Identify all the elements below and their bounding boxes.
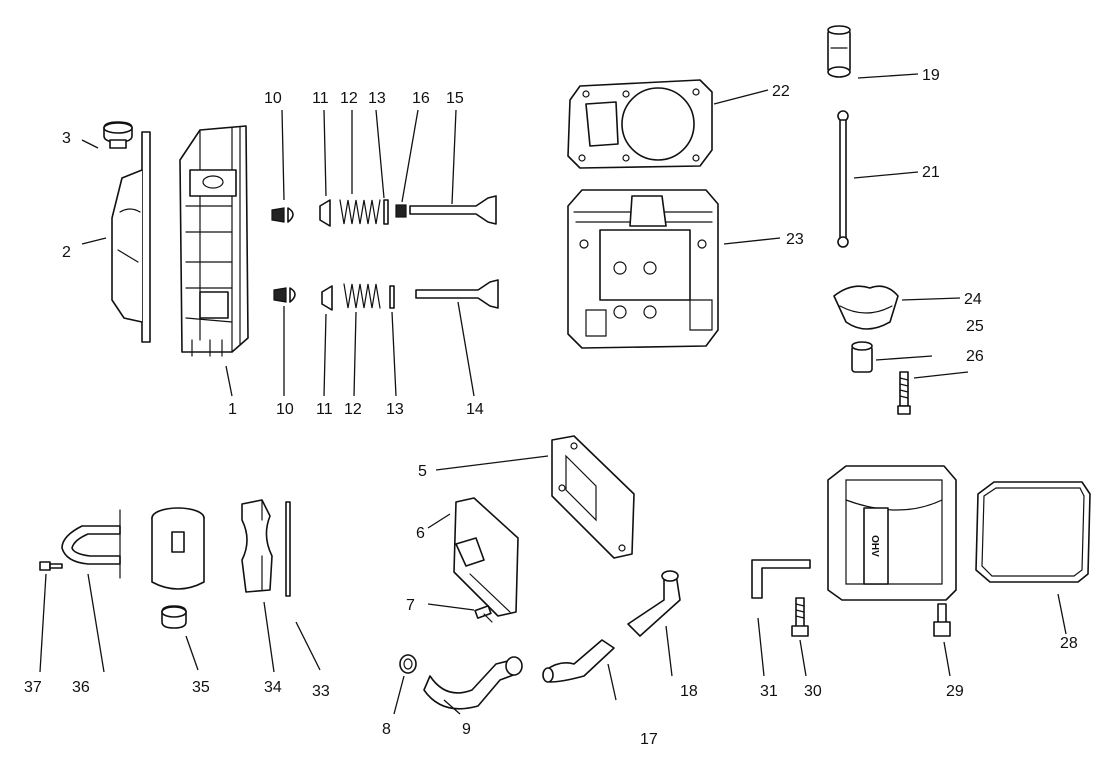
part-17-hose [542, 639, 615, 683]
part-22-head-gasket [567, 79, 713, 169]
callout-13-lower: 13 [386, 401, 404, 418]
callout-17: 17 [640, 731, 658, 748]
callout-26: 26 [966, 348, 984, 365]
callout-9: 9 [462, 721, 471, 738]
part-7-screw [474, 605, 493, 623]
callout-12-upper: 12 [340, 90, 358, 107]
part-2-cover-plate [111, 131, 151, 343]
callout-1: 1 [228, 401, 237, 418]
callout-35: 35 [192, 679, 210, 696]
callout-25: 25 [966, 318, 984, 335]
part-9-breather-tube [423, 656, 523, 710]
callout-33: 33 [312, 683, 330, 700]
callout-19: 19 [922, 67, 940, 84]
callout-5: 5 [418, 463, 427, 480]
part-12-spring-lower [343, 283, 381, 309]
part-11-retainer-upper [319, 199, 331, 227]
part-21-push-rod [837, 110, 849, 248]
callout-10-upper: 10 [264, 90, 282, 107]
part-37-screw [39, 561, 63, 571]
callout-16: 16 [412, 90, 430, 107]
callout-6: 6 [416, 525, 425, 542]
valve-train-lower [273, 279, 499, 311]
part-26-stud [897, 371, 911, 415]
callout-29: 29 [946, 683, 964, 700]
callout-15: 15 [446, 90, 464, 107]
callout-34: 34 [264, 679, 282, 696]
callout-14: 14 [466, 401, 484, 418]
callout-28: 28 [1060, 635, 1078, 652]
part-10-keepers-lower [273, 287, 296, 303]
part-27-valve-cover: OHV [827, 465, 957, 601]
part-35-cap [161, 605, 187, 629]
callout-11-lower: 11 [316, 401, 333, 418]
part-25-pivot [851, 341, 873, 373]
callout-30: 30 [804, 683, 822, 700]
callout-21: 21 [922, 164, 940, 181]
callout-23: 23 [786, 231, 804, 248]
part-28-cover-gasket [975, 481, 1091, 583]
part-15-intake-valve [409, 195, 497, 225]
part-31-bracket [751, 559, 811, 599]
part-14-exhaust-valve [415, 279, 499, 309]
part-23-cylinder-head [567, 189, 719, 349]
callout-10-lower: 10 [276, 401, 294, 418]
callout-11-upper: 11 [312, 90, 329, 107]
callout-8: 8 [382, 721, 391, 738]
leader-lines [39, 73, 1067, 715]
part-33-gasket-strip [285, 501, 291, 597]
callout-2: 2 [62, 244, 71, 261]
part-18-hose [627, 570, 681, 637]
part-34-bracket [241, 499, 273, 593]
callout-37: 37 [24, 679, 42, 696]
callout-31: 31 [760, 683, 778, 700]
callout-24: 24 [964, 291, 982, 308]
part-1-cylinder-block [179, 125, 249, 357]
callout-36: 36 [72, 679, 90, 696]
part-3-breather-cap [103, 121, 133, 149]
part-29-bolt [933, 603, 951, 637]
part-13-seal-upper [383, 199, 389, 225]
part-10-keepers-upper [271, 207, 294, 223]
part-8-clamp [399, 654, 417, 674]
callout-12-lower: 12 [344, 401, 362, 418]
part-5-gasket [551, 435, 635, 559]
part-30-bolt [791, 597, 809, 637]
part-13-seal-lower [389, 285, 395, 309]
part-19-tappet [827, 25, 851, 78]
svg-text:OHV: OHV [869, 535, 880, 557]
part-36-strap [61, 509, 121, 579]
part-16-lash-cap [395, 204, 407, 218]
callout-3: 3 [62, 130, 71, 147]
part-35-breather-canister [151, 507, 205, 590]
valve-train-upper [271, 195, 497, 227]
ohv-marking: OHV [869, 535, 880, 557]
callout-13-upper: 13 [368, 90, 386, 107]
callout-18: 18 [680, 683, 698, 700]
part-11-retainer-lower [321, 285, 333, 311]
part-12-spring-upper [339, 199, 381, 225]
callout-labels: 3 2 1 10 11 12 13 16 15 10 11 12 13 14 2… [24, 67, 1078, 748]
callout-22: 22 [772, 83, 790, 100]
part-24-rocker [833, 285, 899, 330]
callout-7: 7 [406, 597, 415, 614]
part-6-breather-cover [453, 497, 519, 617]
